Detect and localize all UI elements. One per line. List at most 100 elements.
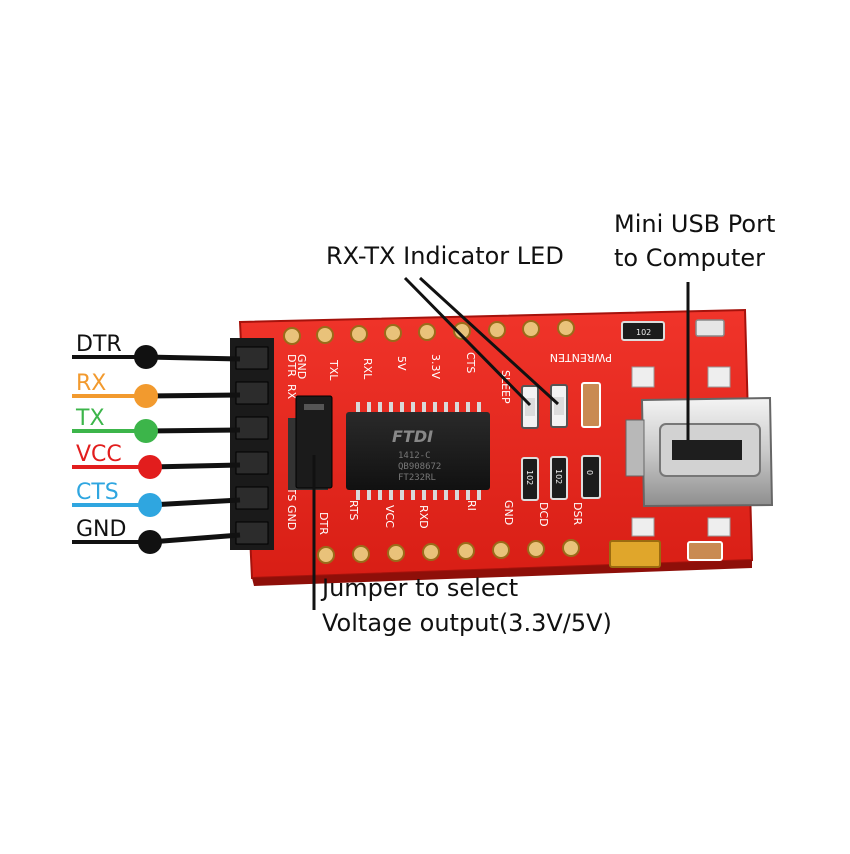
usb-pad-tl: [631, 366, 655, 388]
chip-body: [346, 412, 490, 490]
usb-annotation-line2: to Computer: [614, 244, 766, 272]
chip-pin: [389, 486, 393, 500]
pin-hole: [418, 323, 436, 341]
pin-hole: [283, 327, 301, 345]
jumper-annotation-line2: Voltage output(3.3V/5V): [322, 609, 612, 637]
chip-pin: [367, 486, 371, 500]
header-pin-block: [235, 346, 269, 370]
header-pin-block: [235, 521, 269, 545]
chip-pin: [466, 486, 470, 500]
chip-pin: [356, 402, 360, 416]
chip-pin: [378, 402, 382, 416]
chip-pin: [455, 402, 459, 416]
silk-bottom-dtr: DTR: [317, 512, 330, 535]
pin-hole: [384, 324, 402, 342]
chip-pin: [367, 402, 371, 416]
led-pointer-2: [418, 276, 560, 406]
rx-pin-dot-icon: [134, 384, 158, 408]
silk-gnd-top: GND: [295, 354, 308, 379]
pin-label-vcc: VCC: [76, 442, 122, 467]
header-housing: [230, 338, 274, 550]
silk-txl: TXL: [327, 359, 340, 381]
chip-pin: [466, 402, 470, 416]
header-pin-block: [235, 381, 269, 405]
chip-pin: [444, 486, 448, 500]
chip-pins-top: [356, 402, 481, 416]
chip-pin: [422, 402, 426, 416]
leds-and-passives: 102 102 0 102: [521, 319, 731, 568]
bottom-right-cap: [687, 541, 723, 561]
chip-pin: [411, 402, 415, 416]
usb-side-tab: [625, 419, 645, 477]
usb-pad-tr: [707, 366, 731, 388]
pin-hole: [557, 319, 575, 337]
silk-dcd: DCD: [537, 502, 550, 527]
chip-pins-bottom: [356, 486, 481, 500]
top-right-resistor: [621, 321, 665, 341]
power-led: [695, 319, 725, 337]
silk-rxl: RXL: [361, 358, 374, 380]
mini-usb-port: [625, 396, 774, 508]
chip-pin: [455, 486, 459, 500]
pin-hole: [562, 539, 580, 557]
rx-leader: [145, 392, 241, 399]
header-pin-block: [235, 486, 269, 510]
silk-left-gnd: GND: [285, 505, 298, 530]
silk-rxd: RXD: [417, 505, 430, 529]
silk-dsr: DSR: [571, 502, 584, 525]
silk-3v3: 3.3V: [429, 354, 442, 379]
chip-pin: [400, 402, 404, 416]
silk-ri: RI: [465, 500, 478, 511]
pin-label-cts: CTS: [76, 480, 119, 505]
pin-hole: [350, 325, 368, 343]
silk-pwrenten: PWRENTEN: [550, 351, 612, 364]
pin-underlines: [72, 355, 150, 544]
silk-5v: 5V: [395, 356, 408, 371]
pin-hole: [316, 326, 334, 344]
gnd-leader: [149, 532, 241, 545]
cap-right: [581, 382, 601, 428]
led-pointer-1: [403, 276, 532, 407]
resistor-1-label: 102: [525, 470, 534, 485]
chip-pin: [378, 486, 382, 500]
header-pins: [230, 338, 274, 550]
rx-led-core: [525, 398, 535, 416]
bottom-silkscreen: DTR RTS VCC RXD RI GND DCD DSR: [317, 500, 584, 535]
cts-leader: [149, 497, 241, 508]
chip-pin: [477, 402, 481, 416]
led-annotation: RX-TX Indicator LED: [326, 242, 564, 270]
annotation-pointers: [312, 276, 690, 610]
pin-label-dtr: DTR: [76, 332, 122, 357]
resistor-3-label: 0: [585, 470, 594, 475]
gnd-pin-dot-icon: [138, 530, 162, 554]
chip-pin: [356, 486, 360, 500]
chip-pin: [477, 486, 481, 500]
usb-tongue: [672, 440, 742, 460]
pin-hole: [422, 543, 440, 561]
pin-hole: [527, 540, 545, 558]
chip-line1: 1412-C: [398, 451, 431, 461]
pin-leaders: [145, 354, 241, 545]
pin-hole: [457, 542, 475, 560]
ftdi-chip: FTDI 1412-C QB908672 FT232RL: [346, 402, 490, 500]
pin-label-tx: TX: [76, 406, 105, 431]
chip-pin: [389, 402, 393, 416]
pin-hole: [387, 544, 405, 562]
chip-pin: [400, 486, 404, 500]
chip-pin: [433, 486, 437, 500]
dtr-pin-dot-icon: [134, 345, 158, 369]
voltage-jumper: [288, 395, 333, 490]
resistor-2-label: 102: [554, 469, 563, 484]
vcc-leader: [149, 462, 241, 470]
silk-left-rx: RX: [285, 384, 298, 400]
silk-gnd-bottom: GND: [502, 500, 515, 525]
tx-pin-dot-icon: [134, 419, 158, 443]
header-pin-block: [235, 416, 269, 440]
dtr-leader: [145, 354, 241, 362]
chip-pin: [433, 402, 437, 416]
resistor-3: [581, 455, 601, 499]
pin-label-rx: RX: [76, 371, 107, 396]
top-right-resistor-label: 102: [636, 328, 651, 337]
